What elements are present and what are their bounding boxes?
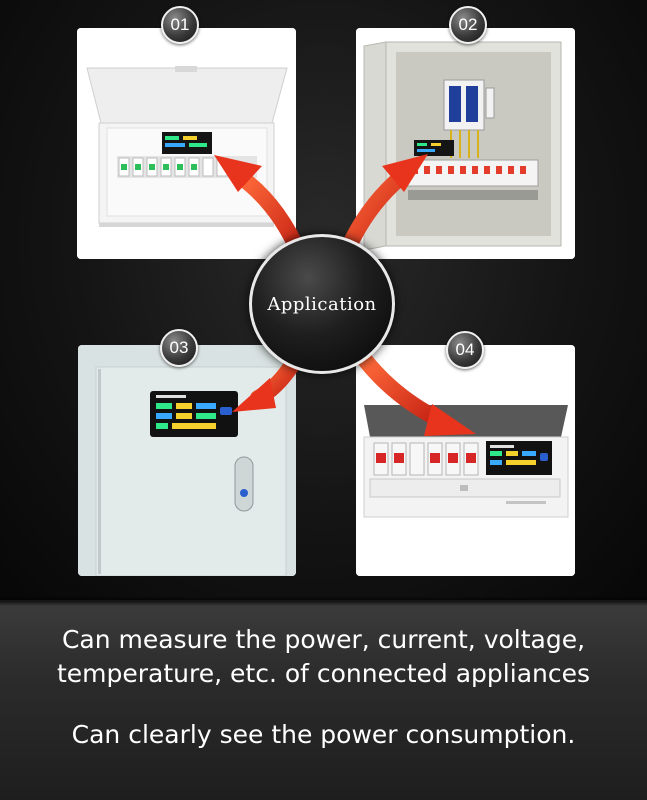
section-divider [0,596,647,606]
caption-line-3: Can clearly see the power consumption. [71,720,576,749]
application-showcase: 01 02 03 04 Application [0,0,647,600]
application-photo-04 [356,345,575,576]
badge-02: 02 [449,6,487,44]
application-label: Application [267,293,377,315]
distribution-box-01-illustration [77,28,296,259]
industrial-cabinet-02-illustration [356,28,575,259]
application-photo-01 [77,28,296,259]
distribution-box-04-illustration [356,345,575,576]
application-hub: Application [249,234,395,374]
caption-line-2: temperature, etc. of connected appliance… [56,659,591,688]
feature-description: Can measure the power, current, voltage,… [0,623,647,691]
application-photo-02 [356,28,575,259]
badge-03: 03 [160,329,198,367]
power-consumption-note: Can clearly see the power consumption. [0,718,647,752]
badge-04: 04 [446,331,484,369]
badge-01: 01 [161,6,199,44]
caption-line-1: Can measure the power, current, voltage, [61,625,586,654]
application-photo-03 [78,345,296,576]
caption-area [0,600,647,800]
cabinet-door-03-illustration [78,345,296,576]
